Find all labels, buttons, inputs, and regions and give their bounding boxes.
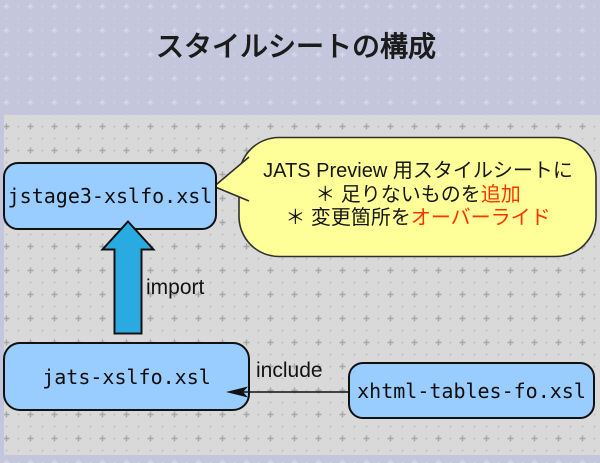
import-block-arrow-icon xyxy=(100,220,156,335)
include-arrowhead-icon xyxy=(226,386,248,398)
bubble-line-1: JATS Preview 用スタイルシートに xyxy=(242,160,594,184)
bubble-line-3-text: ＊ 変更箇所を xyxy=(285,207,411,229)
box-xhtml-tables-label: xhtml-tables-fo.xsl xyxy=(357,378,586,403)
bubble-line-2-text: ＊ 足りないものを xyxy=(315,183,481,206)
bubble-line-2: ＊ 足りないものを追加 xyxy=(242,184,594,208)
box-xhtml-tables-fo xyxy=(348,362,595,419)
box-jstage3-xslfo xyxy=(3,162,217,230)
callout-bubble-text: JATS Preview 用スタイルシートに ＊ 足りないものを追加 ＊ 変更箇… xyxy=(242,160,594,231)
bubble-line-3-highlight: オーバーライド xyxy=(410,207,551,229)
bubble-line-2-highlight: 追加 xyxy=(480,183,521,206)
slide-title: スタイルシートの構成 xyxy=(155,31,436,62)
bubble-line-3: ＊ 変更箇所をオーバーライド xyxy=(242,207,594,231)
box-jats-xslfo xyxy=(3,342,250,411)
bubble-line-1-text: JATS Preview 用スタイルシートに xyxy=(263,160,573,182)
include-edge-label: include xyxy=(256,359,323,382)
import-edge-label: import xyxy=(146,276,205,299)
box-jstage3-label: jstage3-xslfo.xsl xyxy=(7,184,213,208)
box-jats-label: jats-xslfo.xsl xyxy=(42,364,211,389)
